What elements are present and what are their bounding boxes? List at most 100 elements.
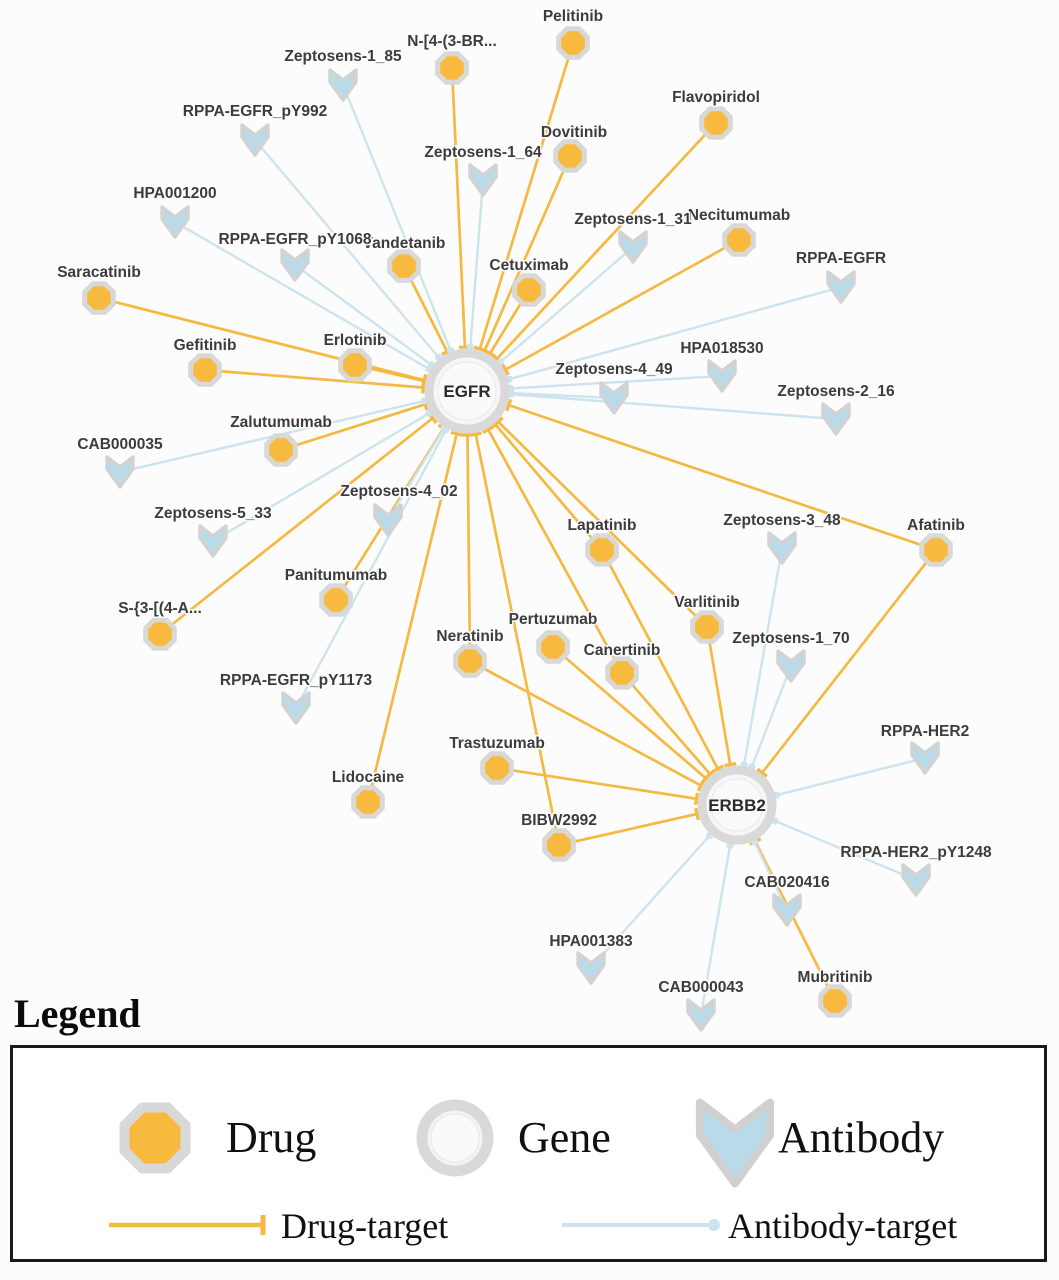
node-label: RPPA-EGFR_pY1173: [220, 672, 373, 689]
antibody-node-Zeptosens-1_70[interactable]: [776, 649, 806, 683]
node-label: Saracatinib: [57, 264, 141, 281]
node-label: HPA001383: [549, 933, 633, 950]
antibody-node-CAB000043[interactable]: [686, 998, 716, 1032]
drug-node-Saracatinib[interactable]: [82, 281, 116, 315]
node-label: Necitumumab: [688, 207, 791, 224]
drug-node-S-{3-[(4-A...[interactable]: [143, 617, 177, 651]
node-label: CAB020416: [744, 874, 830, 891]
antibody-node-CAB000035[interactable]: [105, 455, 135, 489]
drug-node-Neratinib[interactable]: [453, 644, 487, 678]
node-label: Mubritinib: [798, 969, 873, 986]
antibody-node-Zeptosens-4_02[interactable]: [373, 503, 403, 537]
drug-target-edge: [466, 434, 472, 662]
drug-edge-tee: [482, 425, 495, 434]
drug-target-edge-icon: [109, 1215, 266, 1235]
antibody-target-edge: [699, 845, 732, 1016]
antibody-node-RPPA-EGFR_pY992[interactable]: [240, 123, 270, 157]
drug-node-Vandetanib[interactable]: [387, 249, 421, 283]
drug-node-Dovitinib[interactable]: [553, 139, 587, 173]
antibody-target-edge: [174, 220, 430, 370]
antibody-target-edge: [776, 756, 926, 797]
drug-target-edge: [487, 428, 624, 674]
drug-node-Panitumumab[interactable]: [319, 583, 353, 617]
antibody-node-RPPA-EGFR[interactable]: [826, 270, 856, 304]
antibody-node-HPA001200[interactable]: [160, 205, 190, 239]
drug-target-edge: [600, 549, 720, 770]
drug-node-Mubritinib[interactable]: [818, 984, 852, 1018]
antibody-target-edge: [510, 374, 723, 390]
antibody-node-HPA018530[interactable]: [707, 359, 737, 393]
antibody-node-Zeptosens-4_49[interactable]: [599, 381, 629, 415]
antibody-node-Zeptosens-1_31[interactable]: [618, 230, 648, 264]
node-label: Lidocaine: [332, 769, 405, 786]
drug-edge-tee: [694, 807, 700, 821]
antibody-target-edge: [774, 819, 917, 882]
node-label: RPPA-EGFR_pY1068: [218, 231, 371, 248]
drug-target-edge: [504, 238, 740, 371]
drug-node-Zalutumumab[interactable]: [264, 433, 298, 467]
node-label: Vandetanib: [363, 235, 446, 252]
antibody-node-Zeptosens-2_16[interactable]: [821, 402, 851, 436]
drug-target-edge: [159, 417, 434, 636]
node-label: Afatinib: [907, 517, 965, 534]
label-layer: EGFRERBB2PelitinibN-[4-(3-BR...Flavopiri…: [56, 7, 994, 998]
drug-node-BIBW2992[interactable]: [542, 828, 576, 862]
legend-box: Drug Gene Antibody Drug-target Antibody-…: [10, 1045, 1047, 1262]
antibody-node-HPA001383[interactable]: [576, 951, 606, 985]
gene-node-inner: [710, 778, 764, 832]
legend-antibody-label: Antibody: [778, 1113, 945, 1162]
antibody-target-edge: [590, 834, 711, 969]
node-label: Canertinib: [584, 642, 661, 659]
node-label: N-[4-(3-BR...: [407, 33, 497, 50]
drug-node-Pertuzumab[interactable]: [536, 630, 570, 664]
legend-drug-target-label: Drug-target: [281, 1206, 449, 1246]
node-label: Pertuzumab: [509, 611, 598, 628]
antibody-node-Zeptosens-1_64[interactable]: [468, 163, 498, 197]
legend-drug-label: Drug: [226, 1113, 317, 1162]
antibody-target-edge: [212, 412, 430, 543]
node-label: Panitumumab: [285, 567, 387, 584]
drug-node-Varlitinib[interactable]: [690, 610, 724, 644]
drug-node-N-[4-(3-BR...[interactable]: [435, 51, 469, 85]
node-label: Dovitinib: [541, 124, 607, 141]
drug-node-Trastuzumab[interactable]: [480, 751, 514, 785]
drug-node-Canertinib[interactable]: [605, 656, 639, 690]
drug-node-Lapatinib[interactable]: [585, 533, 619, 567]
legend-antibody-target-label: Antibody-target: [728, 1206, 958, 1246]
antibody-node-Zeptosens-3_48[interactable]: [767, 531, 797, 565]
drug-target-edge: [469, 659, 702, 787]
antibody-node-RPPA-EGFR_pY1173[interactable]: [281, 691, 311, 725]
node-label: Zalutumumab: [230, 414, 332, 431]
drug-target-edge: [483, 155, 572, 352]
drug-node-Lidocaine[interactable]: [351, 785, 385, 819]
drug-node-Afatinib[interactable]: [919, 533, 953, 567]
legend-title: Legend: [14, 991, 141, 1036]
antibody-target-edge: [510, 393, 837, 421]
antibody-node-RPPA-EGFR_pY1068[interactable]: [280, 248, 310, 282]
node-label: Zeptosens-2_16: [777, 383, 895, 400]
drug-node-Cetuximab[interactable]: [512, 273, 546, 307]
gene-icon: [416, 1099, 494, 1177]
antibody-target-edge-icon: [562, 1219, 720, 1231]
drug-target-edge: [204, 368, 424, 389]
antibody-target-edge: [510, 391, 615, 400]
antibody-target-edge: [509, 285, 842, 381]
drug-edge-tee: [450, 430, 463, 437]
drug-target-edge: [754, 841, 837, 1002]
antibody-node-CAB020416[interactable]: [772, 893, 802, 927]
node-label: Pelitinib: [543, 8, 603, 25]
drug-node-Gefitinib[interactable]: [188, 353, 222, 387]
antibody-node-RPPA-HER2[interactable]: [910, 741, 940, 775]
drug-node-Erlotinib[interactable]: [338, 348, 372, 382]
antibody-node-Zeptosens-5_33[interactable]: [198, 524, 228, 558]
drug-target-edge: [552, 645, 707, 780]
antibody-node-Zeptosens-1_85[interactable]: [328, 68, 358, 102]
drug-node-Flavopiridol[interactable]: [699, 106, 733, 140]
node-label: Varlitinib: [674, 594, 739, 611]
drug-node-Necitumumab[interactable]: [722, 223, 756, 257]
antibody-icon: [695, 1098, 775, 1188]
antibody-node-RPPA-HER2_pY1248[interactable]: [901, 863, 931, 897]
drug-edge-tee: [724, 761, 737, 768]
drug-node-Pelitinib[interactable]: [556, 26, 590, 60]
